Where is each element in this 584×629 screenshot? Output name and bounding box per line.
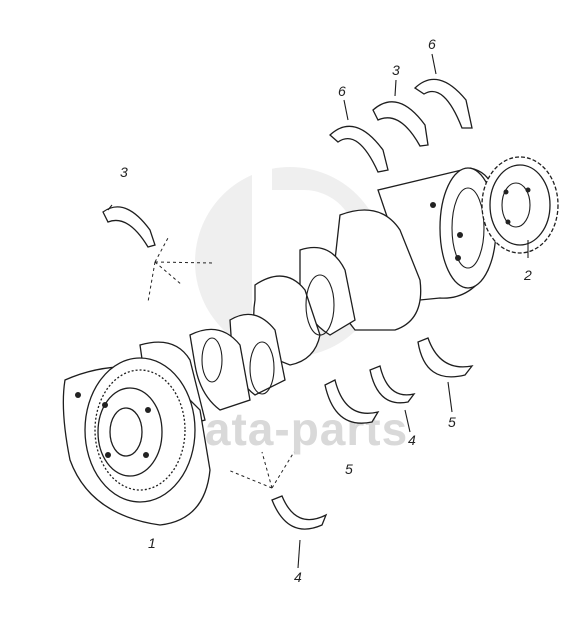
assembly-arrows-bottom xyxy=(227,451,295,489)
bearing-upper-left xyxy=(102,204,156,248)
thrust-half-upper-left xyxy=(329,125,389,173)
bearing-lower-bottom xyxy=(271,495,328,530)
bearing-lower-center xyxy=(369,365,416,404)
thrust-half-lower-right xyxy=(417,337,474,378)
callout-3-left: 3 xyxy=(120,164,128,180)
callout-3-right: 3 xyxy=(392,62,400,78)
callout-6-left: 6 xyxy=(338,83,346,99)
callout-4-center: 4 xyxy=(408,432,416,448)
callout-5-center: 5 xyxy=(345,461,353,477)
front-damper xyxy=(62,357,211,526)
thrust-half-upper-right xyxy=(413,78,473,129)
assembly-arrows-left xyxy=(147,237,214,303)
callout-5-right: 5 xyxy=(448,414,456,430)
callout-4-bottom: 4 xyxy=(294,569,302,585)
callout-2: 2 xyxy=(523,267,532,283)
thrust-half-lower-center xyxy=(324,379,380,424)
callout-1: 1 xyxy=(148,535,156,551)
timing-gear xyxy=(481,156,559,258)
bearing-upper-right xyxy=(372,101,429,147)
callout-6-right: 6 xyxy=(428,36,436,52)
watermark-text: data-parts xyxy=(176,403,408,455)
